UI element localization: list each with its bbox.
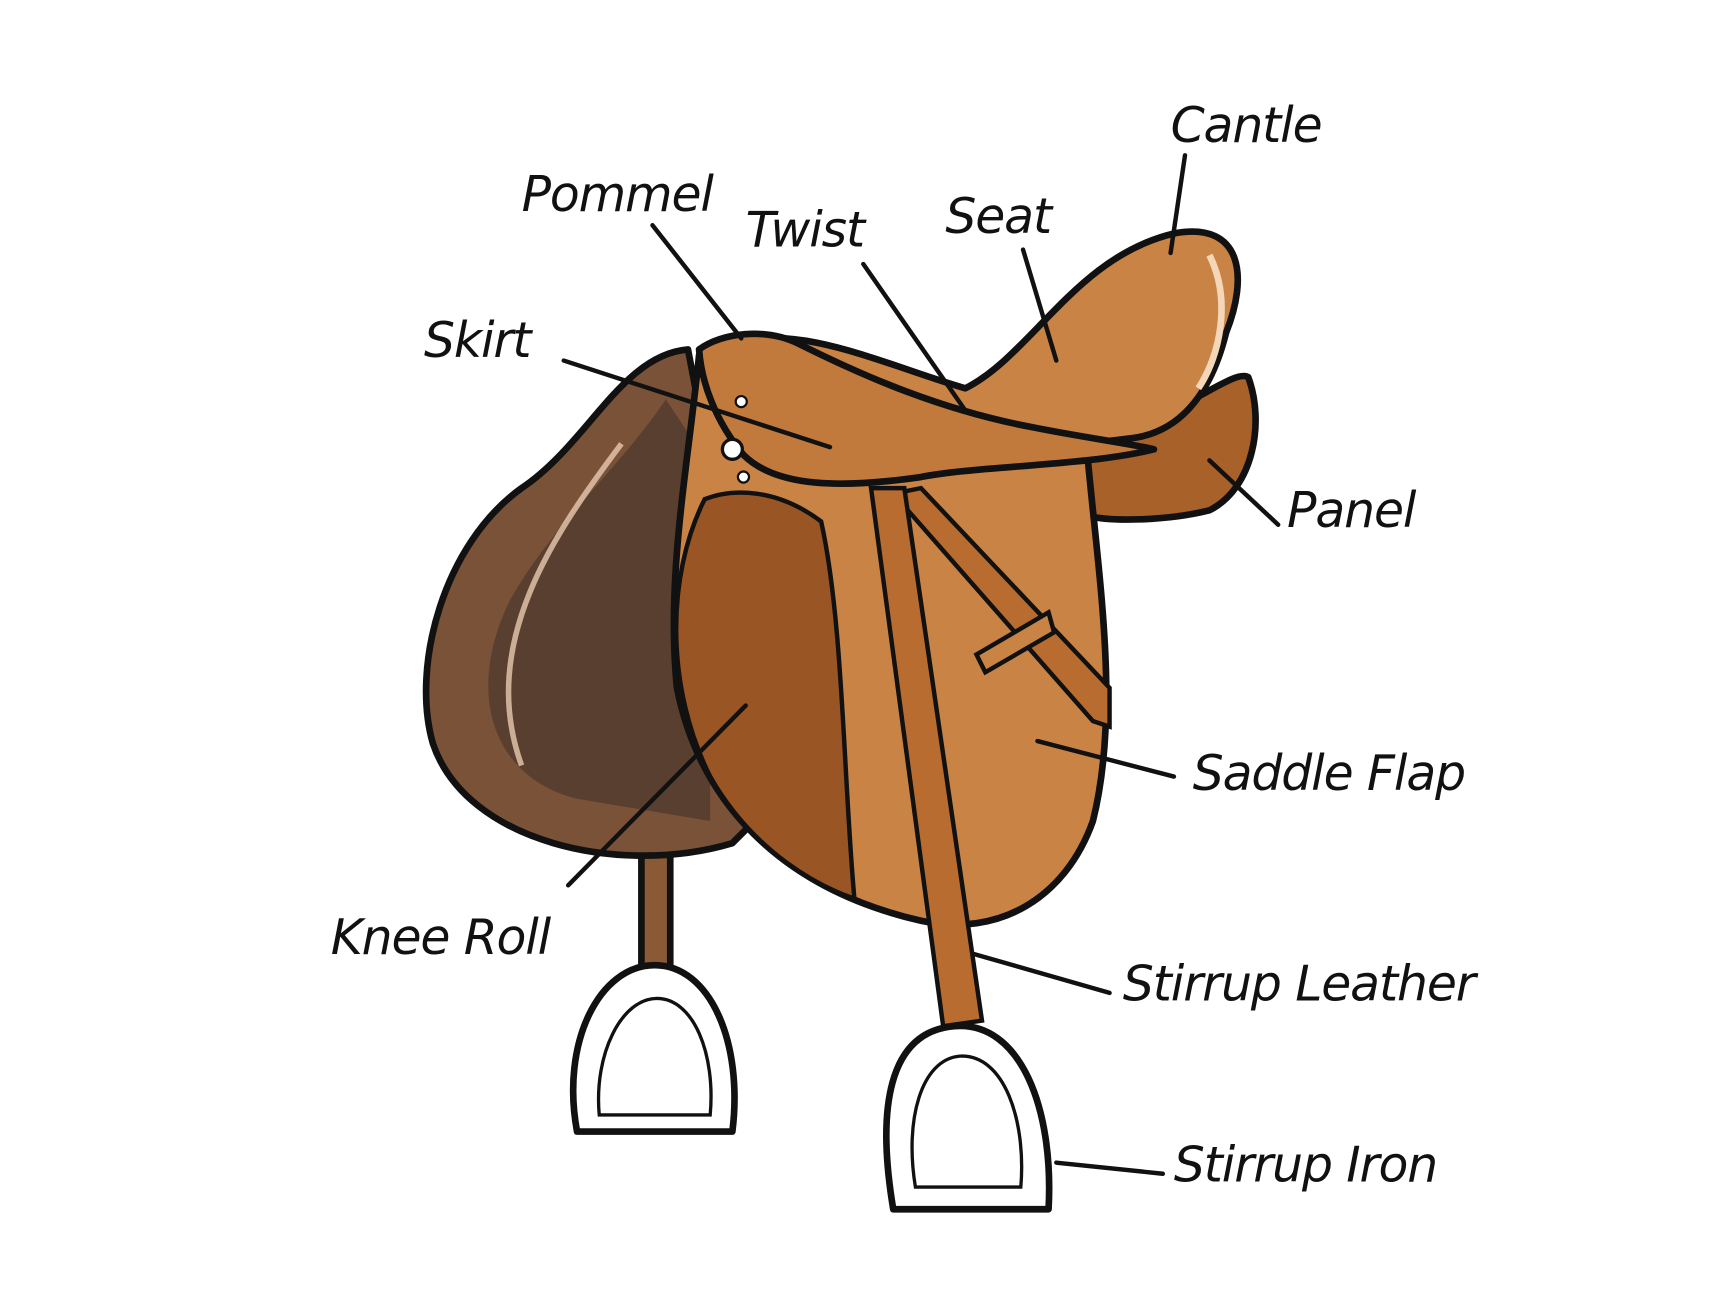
near-stirrup: [868, 485, 1053, 1213]
label-panel: Panel: [1287, 482, 1417, 539]
label-stirrup-leather: Stirrup Leather: [1123, 956, 1479, 1013]
label-twist: Twist: [746, 201, 867, 258]
girth-strap: [889, 485, 1112, 730]
far-stirrup: [569, 850, 738, 1135]
label-seat: Seat: [945, 188, 1054, 245]
label-cantle: Cantle: [1171, 97, 1322, 154]
label-skirt: Skirt: [424, 312, 533, 369]
label-saddle-flap: Saddle Flap: [1193, 745, 1465, 802]
leader-lines: [561, 153, 1281, 1176]
label-stirrup-iron: Stirrup Iron: [1174, 1137, 1437, 1194]
label-knee-roll: Knee Roll: [331, 909, 552, 966]
label-pommel: Pommel: [522, 166, 715, 223]
knee-roll: [673, 490, 857, 902]
skirt: [695, 330, 1158, 488]
